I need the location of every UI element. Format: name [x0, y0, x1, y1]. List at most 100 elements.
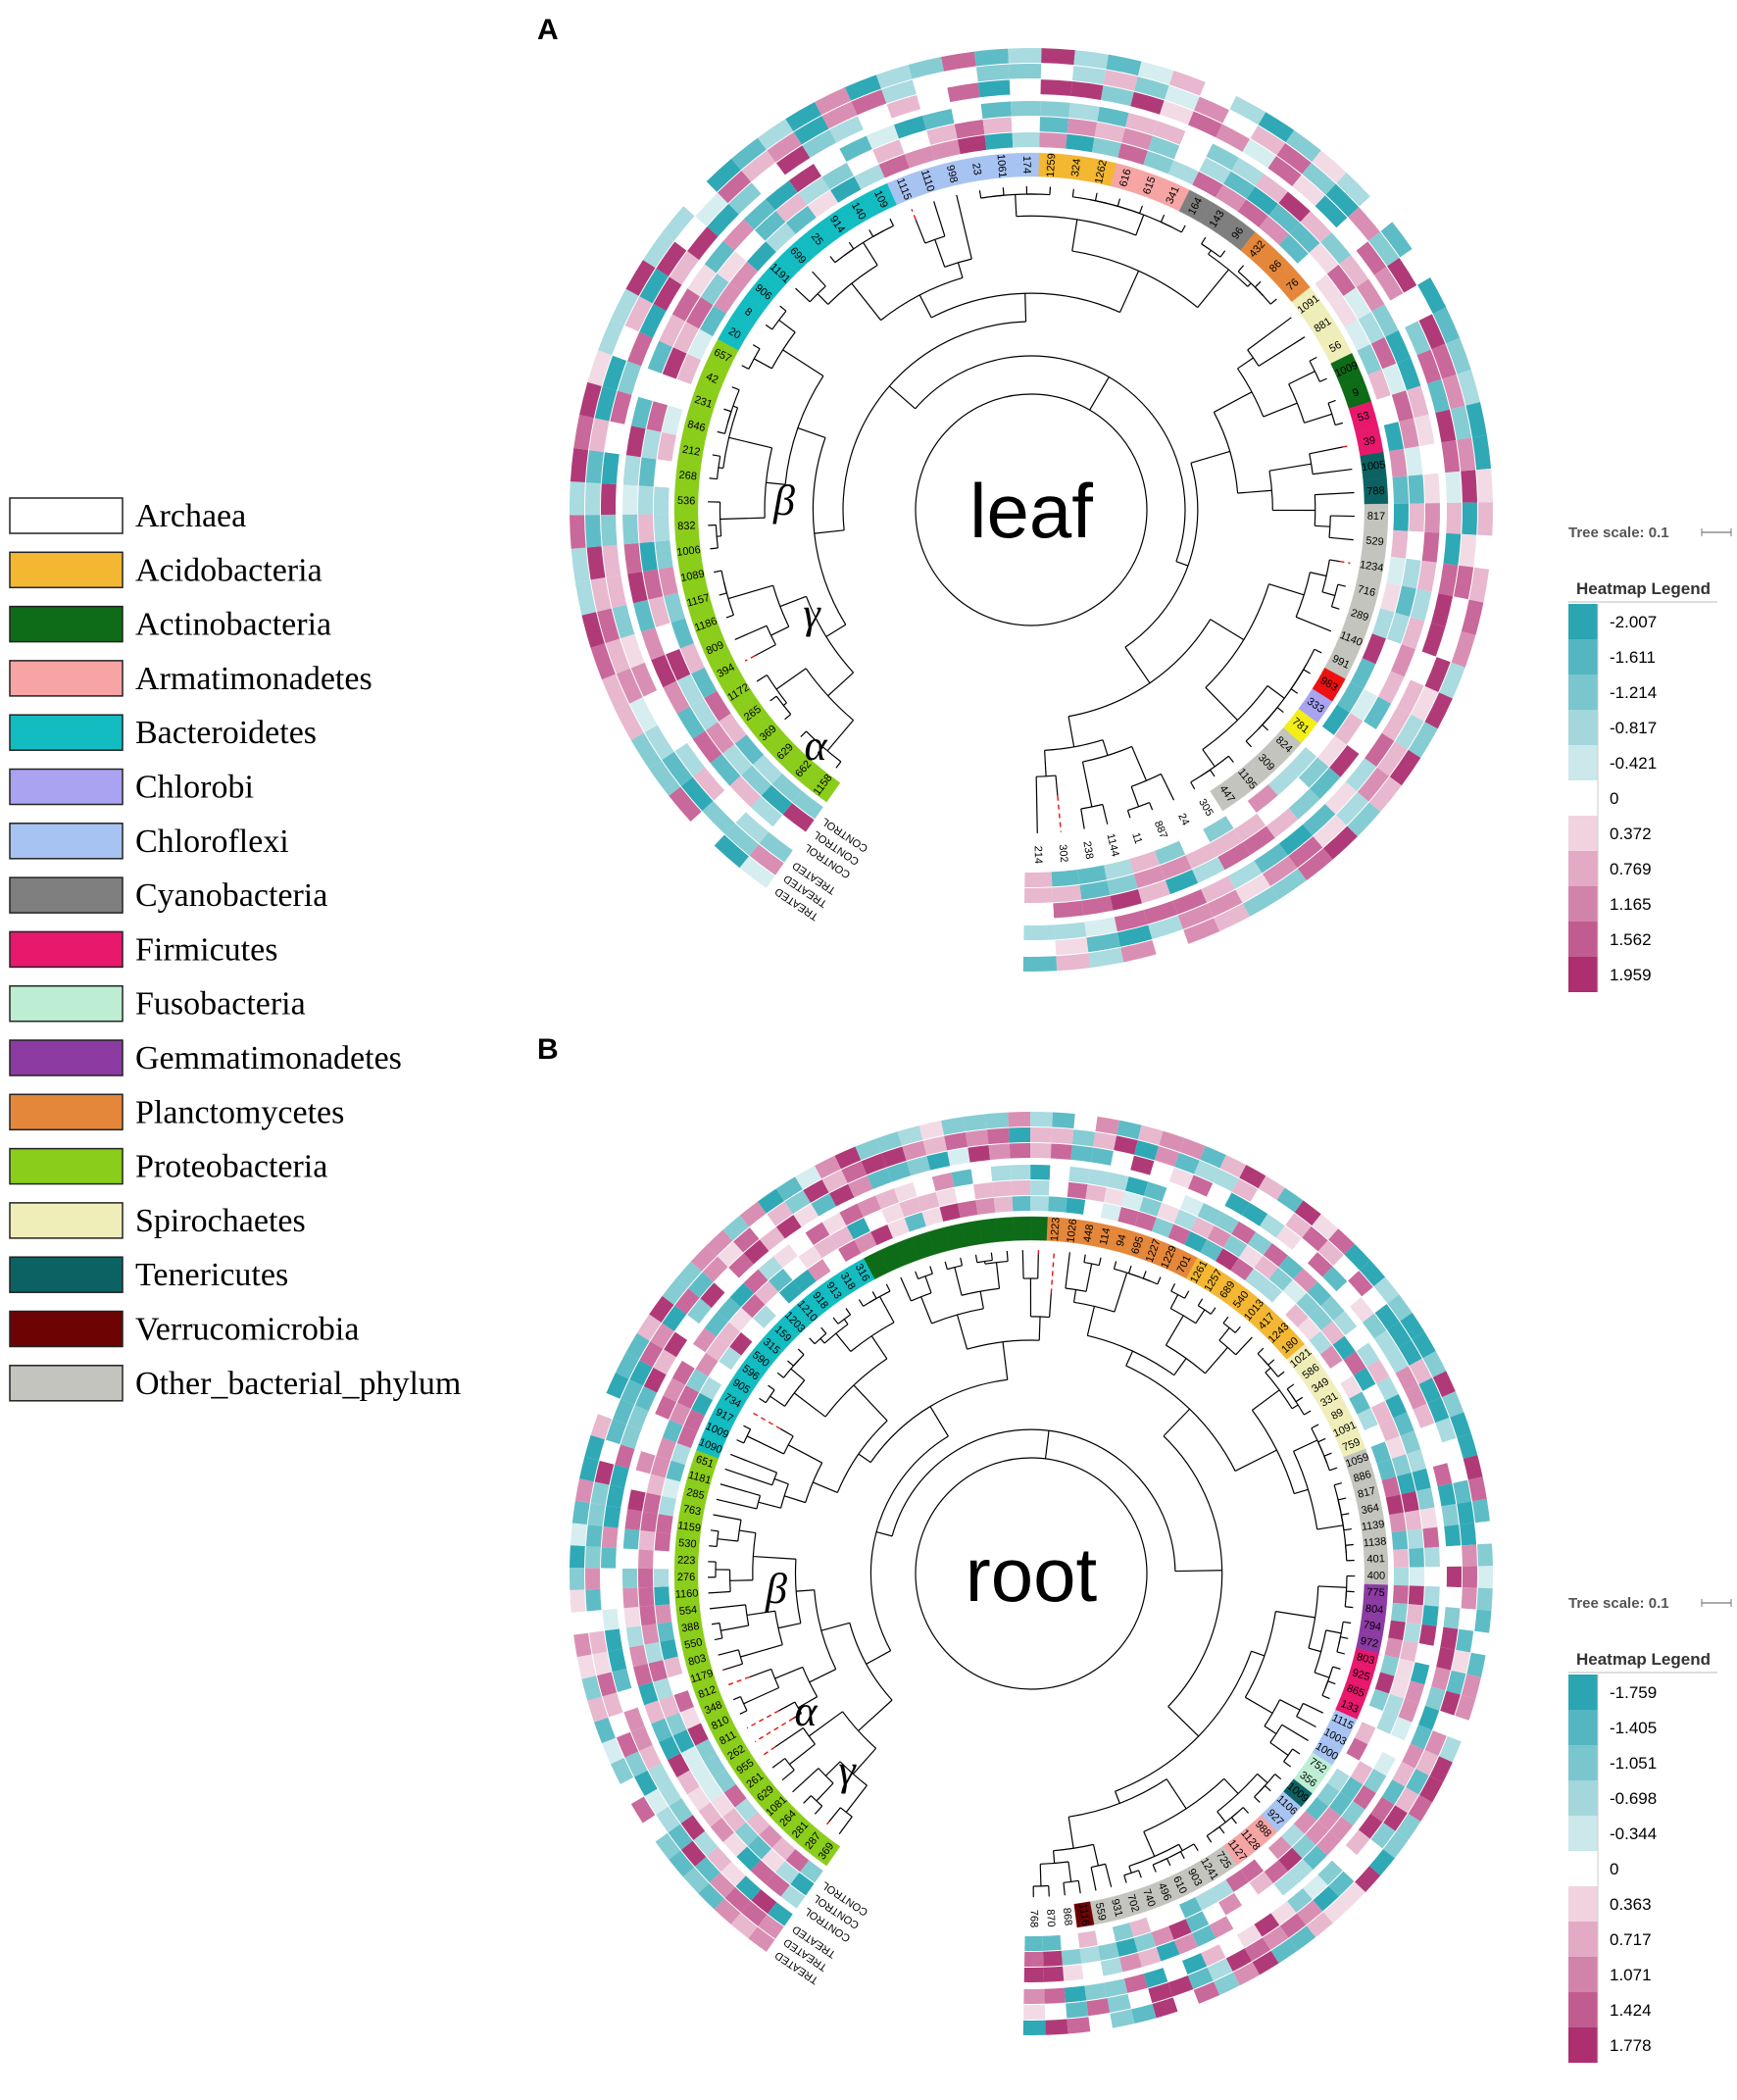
tree-branch	[1081, 761, 1093, 808]
heatmap-legend-swatch	[1568, 604, 1598, 639]
tree-branch	[783, 1495, 806, 1504]
heatmap-cell	[766, 223, 796, 252]
heatmap-cell	[765, 1873, 790, 1897]
tip-label: 401	[1366, 1553, 1385, 1566]
heatmap-cell	[1030, 1143, 1052, 1159]
heatmap-cell	[662, 751, 693, 786]
heatmap-cell	[570, 481, 585, 516]
heatmap-cell	[1259, 1279, 1283, 1303]
tree-branch	[900, 1276, 912, 1302]
heatmap-cell	[664, 1331, 688, 1358]
tip-label: 1116	[1076, 1903, 1091, 1926]
heatmap-cell	[1084, 917, 1117, 937]
heatmap-cell	[586, 546, 606, 580]
tree-branch	[1102, 739, 1109, 756]
legend-swatch	[9, 660, 124, 697]
heatmap-cell	[1373, 1276, 1400, 1304]
phylogenetic-tree	[708, 186, 1355, 833]
legend-item-cyanobacteria: Cyanobacteria	[9, 876, 327, 914]
heatmap-cell	[1409, 503, 1424, 532]
heatmap-cell	[1133, 865, 1166, 889]
heatmap-cell	[1210, 828, 1243, 857]
heatmap-cell	[676, 674, 704, 707]
heatmap-cell	[766, 180, 798, 211]
tree-arc	[1063, 1879, 1079, 1883]
tree-branch	[775, 668, 807, 690]
tree-branch	[1242, 1807, 1250, 1814]
tree-branch	[1117, 198, 1121, 207]
heatmap-legend-swatch	[1568, 1992, 1598, 2027]
heatmap-cell	[1388, 1620, 1406, 1641]
heatmap-cell	[651, 1455, 670, 1478]
heatmap-cell	[1345, 1829, 1370, 1856]
tree-branch	[889, 218, 894, 226]
heatmap-cell	[761, 784, 793, 815]
legend-item-proteobacteria: Proteobacteria	[9, 1147, 327, 1185]
heatmap-cell	[1054, 922, 1087, 940]
heatmap-cell	[1322, 1897, 1350, 1924]
heatmap-cell	[599, 1439, 620, 1465]
heatmap-cell	[1343, 287, 1371, 320]
tree-branch	[746, 1610, 775, 1617]
heatmap-cell	[1400, 1313, 1425, 1340]
heatmap-cell	[1442, 1391, 1464, 1418]
tree-branch	[1269, 1741, 1289, 1756]
heatmap-cell	[1052, 884, 1082, 903]
tree-dashed-extension	[825, 1821, 830, 1825]
heatmap-cell	[1300, 211, 1332, 243]
heatmap-cell	[1424, 1686, 1446, 1711]
tree-branch	[1341, 1513, 1350, 1516]
heatmap-cell	[662, 1305, 687, 1331]
heatmap-cell	[1424, 503, 1441, 533]
heatmap-cell	[1106, 54, 1142, 76]
heatmap-cell	[1414, 414, 1435, 446]
heatmap-cell	[1143, 150, 1174, 175]
tree-arc	[1338, 1622, 1344, 1645]
tree-branch	[1269, 298, 1277, 305]
heatmap-cell	[1216, 1248, 1239, 1271]
tree-branch	[933, 201, 946, 237]
heatmap-cell	[574, 1478, 594, 1503]
heatmap-cell	[1307, 1252, 1333, 1277]
heatmap-cell	[664, 592, 685, 624]
tree-branch	[1210, 1307, 1216, 1315]
legend-item-gemmatimonadetes: Gemmatimonadetes	[9, 1039, 402, 1076]
tree-branch	[1227, 755, 1234, 763]
heatmap-cell	[722, 1215, 750, 1241]
tree-branch	[808, 1711, 843, 1737]
heatmap-cell	[1111, 1151, 1134, 1171]
heatmap-cell	[655, 540, 673, 570]
heatmap-cell	[670, 1442, 691, 1466]
heatmap-cell	[1317, 1240, 1344, 1267]
heatmap-legend-value: -1.759	[1610, 1683, 1657, 1702]
heatmap-cell	[1381, 1476, 1401, 1498]
heatmap-cell	[676, 353, 702, 385]
heatmap-cell	[1066, 1197, 1086, 1215]
tree-branch	[1245, 1696, 1273, 1714]
heatmap-cell	[601, 483, 617, 516]
heatmap-cell	[1278, 233, 1309, 264]
heatmap-cell	[1354, 1722, 1376, 1745]
tree-arc	[748, 348, 761, 370]
heatmap-cell	[1416, 1487, 1435, 1510]
heatmap-cell	[1022, 2020, 1046, 2035]
heatmap-legend-swatch	[1568, 957, 1598, 992]
heatmap-cell	[1116, 1937, 1138, 1957]
heatmap-cell	[1247, 1231, 1272, 1256]
heatmap-cell	[1270, 1938, 1298, 1964]
heatmap-cell	[1475, 1521, 1492, 1545]
tree-branch	[1247, 282, 1252, 287]
heatmap-cell	[1242, 1895, 1267, 1919]
heatmap-cell	[1159, 1130, 1185, 1152]
heatmap-cell	[931, 1173, 955, 1192]
heatmap-cell	[627, 1405, 649, 1430]
tree-branch	[1157, 1276, 1162, 1285]
tree-branch	[1044, 1430, 1050, 1459]
heatmap-cell	[1477, 1566, 1493, 1589]
heatmap-cell	[1385, 1494, 1404, 1516]
heatmap-cell	[1467, 1476, 1487, 1502]
heatmap-cell	[1364, 1769, 1387, 1793]
heatmap-cell	[1360, 1744, 1382, 1769]
tree-branch	[793, 1392, 826, 1418]
heatmap-cell	[1398, 1339, 1422, 1366]
